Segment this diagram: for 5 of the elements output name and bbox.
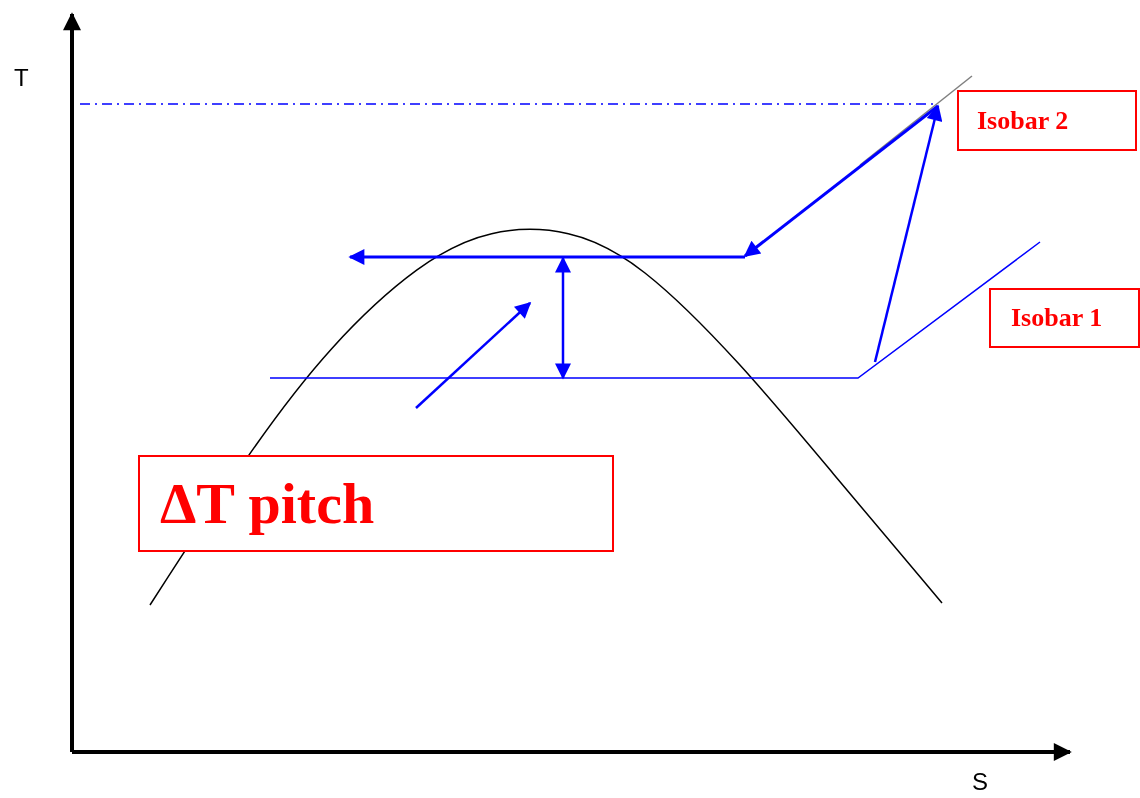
axis-label: S [972,770,988,794]
label-box: ΔT pitch [138,455,614,552]
label-box: Isobar 1 [989,288,1140,348]
label-box: Isobar 2 [957,90,1137,151]
axis-label: T [14,66,29,90]
